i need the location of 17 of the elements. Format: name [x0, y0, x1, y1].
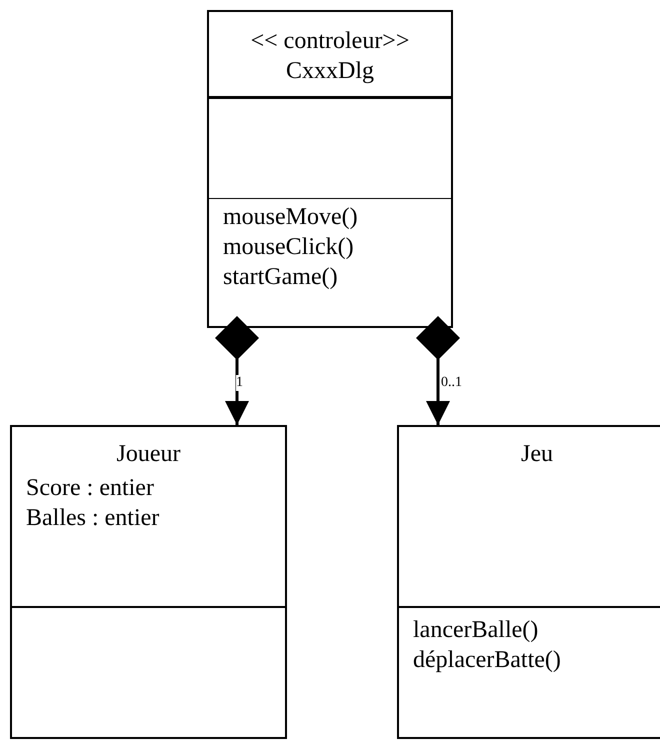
class-member-text: lancerBalle()	[413, 616, 538, 645]
class-header-text: << controleur>>	[250, 27, 410, 56]
multiplicity-label: 1	[236, 375, 243, 391]
class-header-text: Joueur	[116, 440, 180, 469]
class-header-text: Jeu	[521, 440, 553, 469]
class-box	[397, 425, 660, 739]
class-member-text: Balles : entier	[26, 504, 160, 533]
class-member-text: déplacerBatte()	[413, 646, 561, 675]
class-member-text: mouseMove()	[223, 203, 358, 232]
class-box	[207, 10, 453, 328]
composition-arrow	[416, 316, 460, 425]
class-member-text: mouseClick()	[223, 233, 354, 262]
class-member-text: startGame()	[223, 263, 338, 292]
class-member-text: Score : entier	[26, 474, 154, 503]
class-box	[10, 425, 287, 739]
class-header-text: CxxxDlg	[286, 57, 374, 86]
composition-arrow	[215, 316, 259, 425]
